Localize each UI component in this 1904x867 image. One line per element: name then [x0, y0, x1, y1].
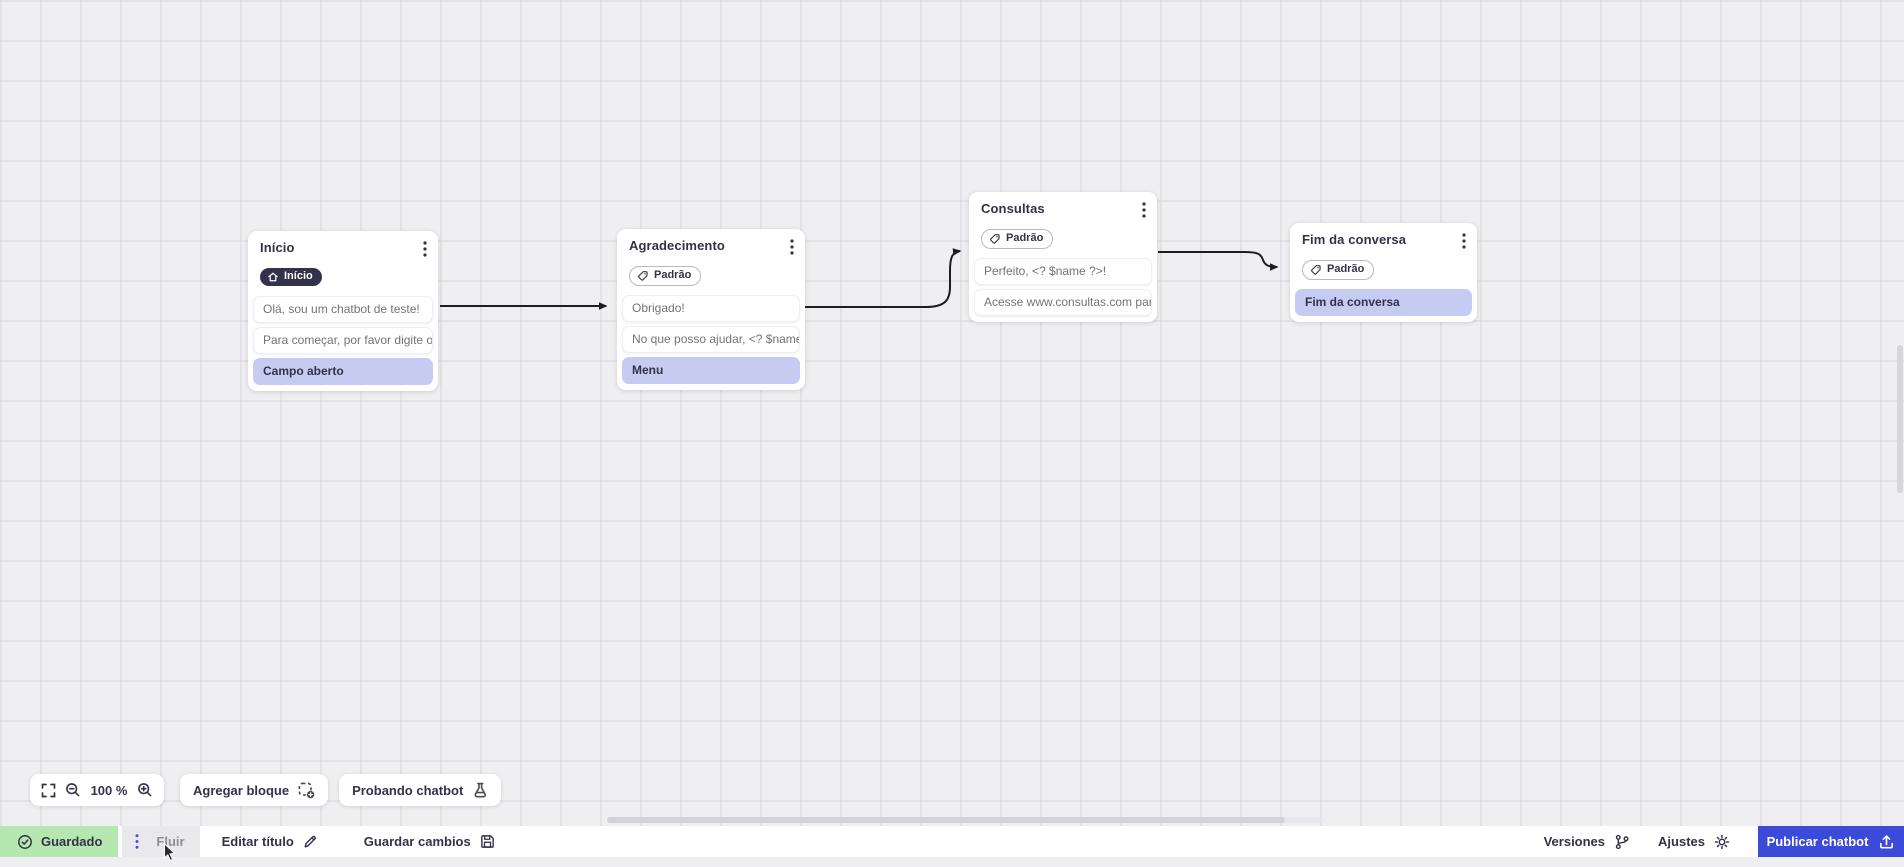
kebab-menu-icon[interactable] [423, 241, 427, 262]
node-title: Agradecimento [629, 238, 725, 253]
pencil-icon [304, 835, 316, 848]
node-item-message[interactable]: Para começar, por favor digite o ... [253, 326, 433, 354]
tag-icon [1311, 264, 1321, 275]
node-agradecimento[interactable]: Agradecimento Padrão Obrigado! No que po… [617, 229, 805, 390]
node-item-action[interactable]: Fim da conversa [1295, 288, 1472, 316]
add-block-button[interactable]: Agregar bloque [180, 774, 329, 806]
zoom-level: 100 % [90, 782, 128, 798]
versions-button[interactable]: Versiones [1530, 826, 1644, 857]
save-changes-button[interactable]: Guardar cambios [360, 826, 499, 857]
horizontal-scrollbar-track [607, 817, 1323, 823]
node-badge: Padrão [981, 229, 1054, 249]
check-circle-icon [18, 834, 32, 849]
node-item-message[interactable]: No que posso ajudar, <? $name ... [622, 325, 800, 353]
edit-title-button[interactable]: Editar título [218, 826, 322, 857]
connector-agradecimento-consultas [805, 248, 962, 308]
tab-flow[interactable]: Fluir [122, 826, 200, 857]
horizontal-scrollbar-thumb[interactable] [607, 817, 1285, 823]
connector-consultas-fim [1158, 251, 1279, 271]
node-title: Fim da conversa [1302, 232, 1407, 247]
zoom-controls: 100 % [30, 774, 164, 806]
node-consultas[interactable]: Consultas Padrão Perfeito, <? $name ?>! … [969, 192, 1157, 322]
kebab-menu-icon[interactable] [790, 239, 794, 260]
node-title: Início [260, 240, 295, 255]
saved-status-badge: Guardado [0, 826, 119, 857]
node-item-message[interactable]: Perfeito, <? $name ?>! [974, 257, 1152, 285]
test-chatbot-button[interactable]: Probando chatbot [339, 774, 502, 806]
gear-icon [1714, 834, 1730, 849]
home-icon [268, 272, 278, 281]
publish-upload-icon [1880, 834, 1894, 848]
node-badge: Início [260, 268, 322, 286]
node-badge: Padrão [1302, 260, 1375, 280]
branch-icon [1615, 834, 1629, 849]
tag-icon [990, 233, 1000, 244]
bottom-toolbar: Guardado Fluir Editar título Guardar cam… [0, 826, 1904, 857]
node-badge: Padrão [629, 266, 702, 286]
zoom-in-icon[interactable] [137, 782, 153, 798]
node-item-message[interactable]: Acesse www.consultas.com par... [974, 288, 1152, 316]
save-icon [480, 835, 494, 848]
toolbar-right-group: Versiones Ajustes Publicar chatbot [1530, 826, 1904, 857]
kebab-menu-icon[interactable] [1142, 202, 1146, 223]
flask-icon [472, 782, 488, 799]
publish-chatbot-button[interactable]: Publicar chatbot [1758, 826, 1904, 857]
node-inicio[interactable]: Início Início Olá, sou um chatbot de tes… [248, 231, 438, 391]
node-fim-da-conversa[interactable]: Fim da conversa Padrão Fim da conversa [1290, 223, 1477, 322]
zoom-out-icon[interactable] [65, 782, 81, 798]
flow-connectors [440, 248, 1279, 310]
flow-canvas[interactable]: Início Início Olá, sou um chatbot de tes… [0, 0, 1904, 826]
settings-button[interactable]: Ajustes [1644, 826, 1744, 857]
node-item-action[interactable]: Campo aberto [253, 357, 433, 385]
vertical-scrollbar-thumb[interactable] [1897, 345, 1903, 493]
node-title: Consultas [981, 201, 1045, 216]
kebab-menu-icon[interactable] [135, 834, 139, 849]
add-block-icon [298, 782, 315, 799]
node-item-action[interactable]: Menu [622, 356, 800, 384]
fullscreen-icon[interactable] [41, 783, 56, 798]
tag-icon [638, 270, 648, 281]
kebab-menu-icon[interactable] [1462, 233, 1466, 254]
canvas-controls: 100 % Agregar bloque Probando chatbot [30, 774, 502, 806]
node-item-message[interactable]: Olá, sou um chatbot de teste! [253, 295, 433, 323]
node-item-message[interactable]: Obrigado! [622, 294, 800, 322]
